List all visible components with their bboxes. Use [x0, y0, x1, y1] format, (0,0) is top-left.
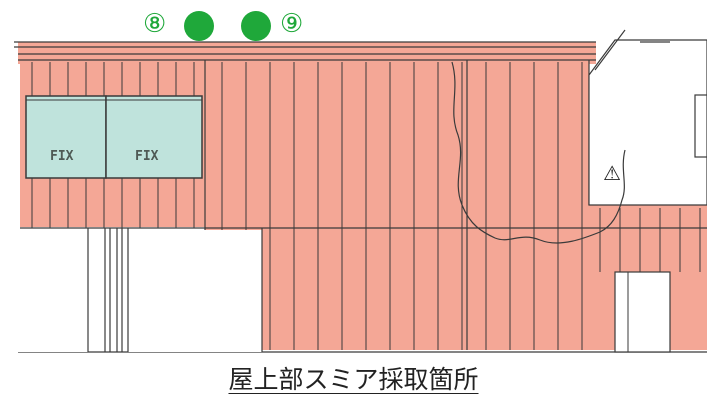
- lower-opening: [0, 228, 263, 352]
- right-annex: [588, 29, 707, 206]
- caption: 屋上部スミア採取箇所: [0, 360, 707, 396]
- marker-number-9: ⑨: [280, 9, 303, 39]
- sampling-markers: ⑧ ⑨: [143, 9, 303, 41]
- fix-label-left: FIX: [50, 149, 74, 164]
- marker-number-8: ⑧: [143, 9, 166, 39]
- fix-label-right: FIX: [135, 149, 159, 164]
- fix-window-right: [105, 95, 203, 179]
- marker-dot-9: [241, 11, 271, 41]
- fix-window-left: [25, 95, 107, 179]
- siding-lines: [31, 62, 701, 350]
- marker-dot-8: [184, 11, 214, 41]
- warning-icon: ⚠: [603, 161, 621, 185]
- boundary-curve: [451, 61, 626, 244]
- door: [614, 271, 671, 353]
- caption-text: 屋上部スミア採取箇所: [228, 365, 479, 394]
- fix-window-group: FIX FIX: [25, 95, 203, 179]
